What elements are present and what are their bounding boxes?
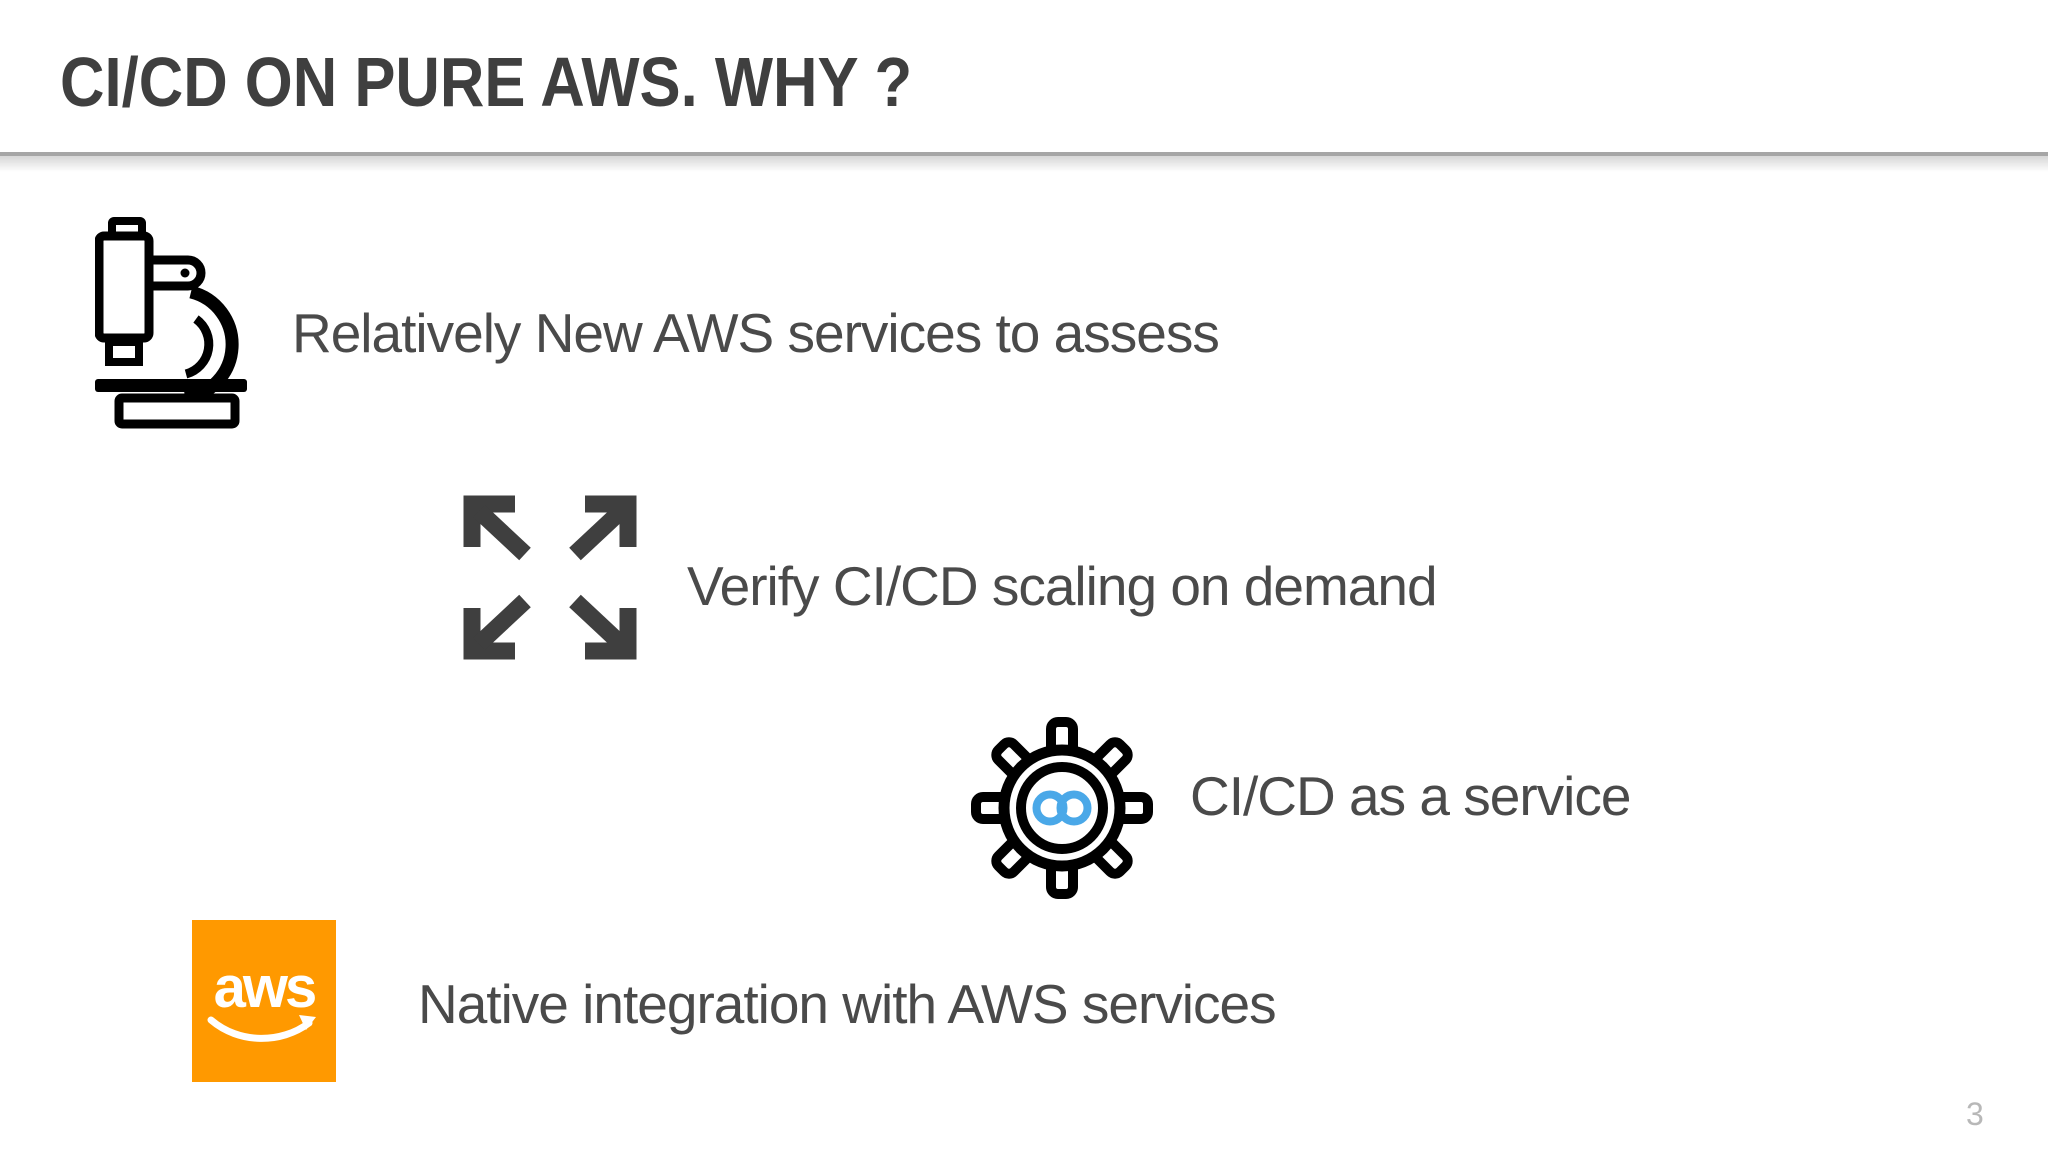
item-text-scaling: Verify CI/CD scaling on demand	[687, 555, 1438, 617]
microscope-icon	[94, 216, 253, 434]
aws-logo-word: aws	[213, 954, 318, 1020]
slide-title: CI/CD ON PURE AWS. WHY ?	[60, 43, 913, 121]
item-text-new-services: Relatively New AWS services to assess	[292, 302, 1220, 364]
expand-arrows-icon	[463, 495, 637, 660]
title-divider-shadow	[0, 156, 2048, 172]
page-number: 3	[1966, 1096, 1984, 1132]
item-text-integration: Native integration with AWS services	[418, 973, 1277, 1035]
aws-logo: aws	[192, 920, 336, 1082]
item-text-service: CI/CD as a service	[1190, 765, 1631, 827]
aws-smile-icon	[207, 1015, 316, 1042]
gear-infinity-icon	[970, 710, 1154, 906]
title-divider	[0, 152, 2048, 156]
